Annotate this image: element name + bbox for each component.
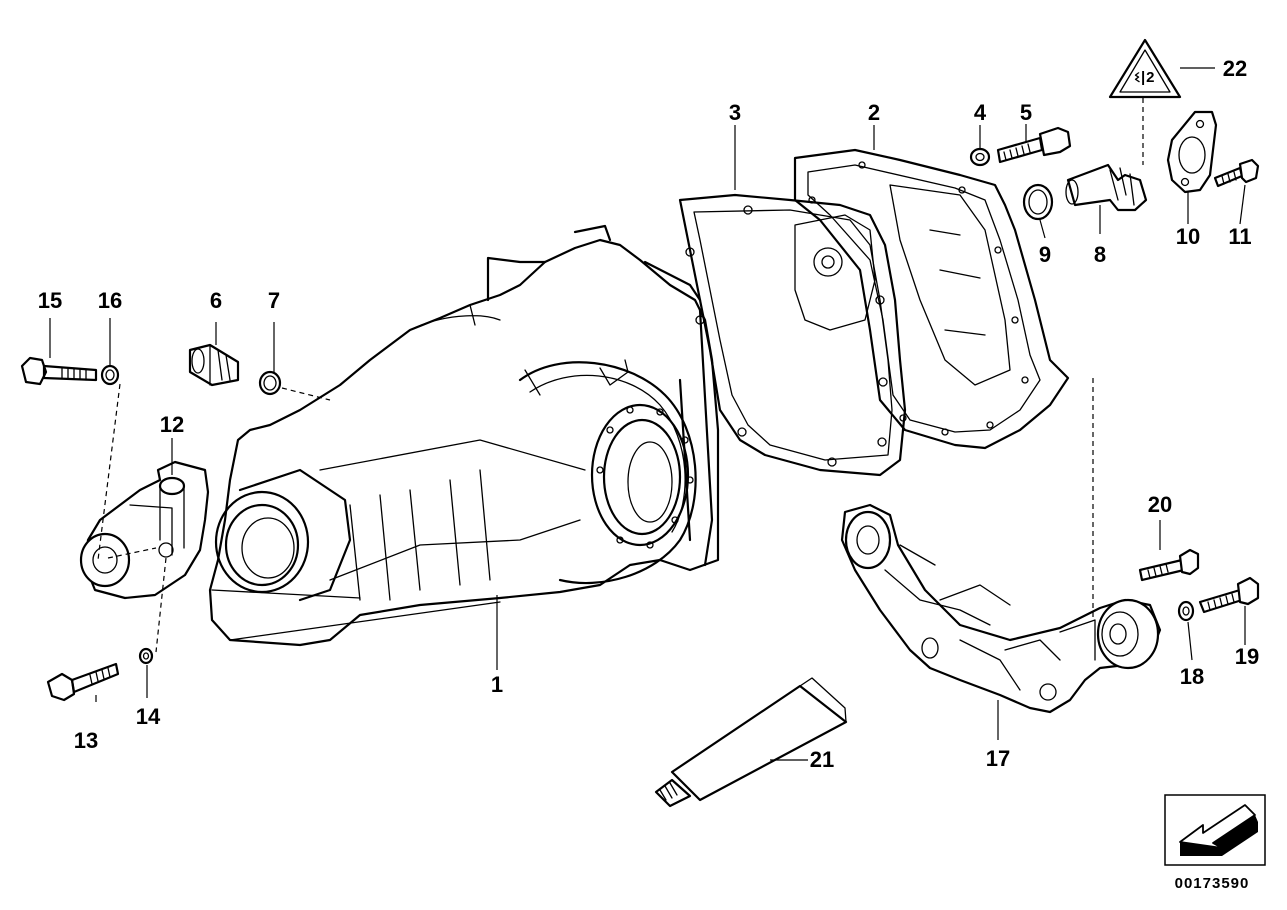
bolt-13[interactable] xyxy=(46,662,120,702)
callout-17: 17 xyxy=(986,746,1010,771)
direction-arrow-icon xyxy=(1179,804,1258,856)
callout-18: 18 xyxy=(1180,664,1204,689)
callout-3: 3 xyxy=(729,100,741,125)
differential-housing[interactable] xyxy=(208,224,720,647)
bolt-5[interactable] xyxy=(996,126,1072,164)
callout-16: 16 xyxy=(98,288,122,313)
seal-ring-7[interactable] xyxy=(258,370,282,396)
callout-19: 19 xyxy=(1235,644,1259,669)
bolt-19[interactable] xyxy=(1198,576,1260,614)
bolt-15[interactable] xyxy=(20,356,98,386)
callout-11: 11 xyxy=(1228,224,1251,249)
callout-6: 6 xyxy=(210,288,222,313)
callout-13: 13 xyxy=(74,728,98,753)
callout-10: 10 xyxy=(1176,224,1200,249)
callout-9: 9 xyxy=(1039,242,1051,267)
callout-8: 8 xyxy=(1094,242,1106,267)
support-bracket-17[interactable] xyxy=(840,503,1162,714)
callout-20: 20 xyxy=(1148,492,1172,517)
plug-6[interactable] xyxy=(188,343,240,387)
leader-lines xyxy=(49,67,1246,761)
callout-14: 14 xyxy=(136,704,161,729)
cover-gasket[interactable] xyxy=(678,193,907,477)
reference-number: 00173590 xyxy=(1175,875,1250,892)
callout-12: 12 xyxy=(160,412,184,437)
washer-18[interactable] xyxy=(1177,600,1195,622)
svg-text:ଽ|2: ଽ|2 xyxy=(1134,69,1155,86)
callout-7: 7 xyxy=(268,288,280,313)
housing-cover[interactable] xyxy=(793,148,1070,450)
bolt-20[interactable] xyxy=(1138,548,1200,582)
o-ring-9[interactable] xyxy=(1022,183,1054,221)
sealant-tube-21[interactable] xyxy=(654,677,848,808)
callout-15: 15 xyxy=(38,288,62,313)
rubber-mount-12[interactable] xyxy=(79,460,210,600)
sensor-8[interactable] xyxy=(1065,163,1148,212)
callout-labels: 1 2 3 4 5 6 7 8 9 10 11 12 13 14 15 16 1… xyxy=(38,56,1259,772)
callout-2: 2 xyxy=(868,100,880,125)
warning-triangle-icon[interactable]: ଽ|2 xyxy=(1108,38,1182,99)
screw-11[interactable] xyxy=(1213,158,1260,188)
washer-4[interactable] xyxy=(969,147,991,167)
orientation-box xyxy=(1164,794,1266,866)
callout-5: 5 xyxy=(1020,100,1032,125)
callout-22: 22 xyxy=(1223,56,1247,81)
washer-16[interactable] xyxy=(100,364,120,386)
callout-1: 1 xyxy=(491,672,503,697)
callout-21: 21 xyxy=(810,747,834,772)
washer-14[interactable] xyxy=(138,647,154,665)
callout-4: 4 xyxy=(974,100,987,125)
flange-gasket-10[interactable] xyxy=(1166,110,1218,194)
